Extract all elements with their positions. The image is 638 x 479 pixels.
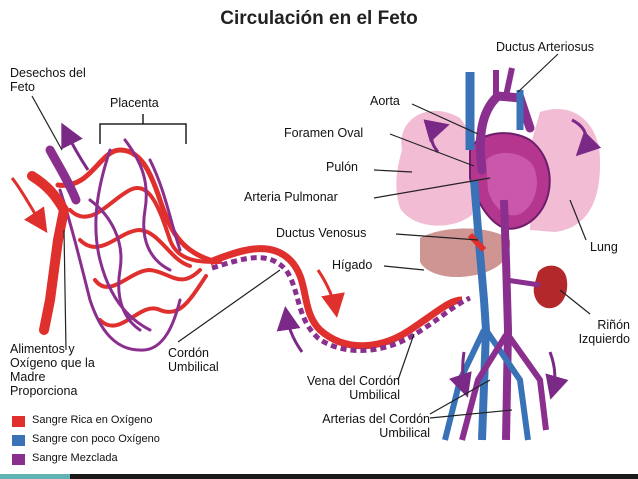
bottom-bar (0, 474, 638, 479)
arrow-maternal-in (10, 177, 48, 233)
label-cordon-umbilical: Cordón Umbilical (168, 346, 219, 374)
arrow-lung-left (423, 119, 450, 153)
label-vena-cordon: Vena del Cordón Umbilical (306, 374, 400, 402)
descending-aorta (500, 199, 513, 441)
legend-swatch (12, 435, 25, 446)
legend-label: Sangre con poco Oxígeno (32, 433, 160, 445)
aorta-vessel (475, 91, 535, 175)
legend-swatch (12, 454, 25, 465)
arrow-lung-right (571, 118, 602, 157)
label-alimentos: Alimentos y Oxígeno que la Madre Proporc… (10, 342, 95, 398)
arrow-leg-right (545, 351, 569, 400)
kidney (533, 265, 568, 309)
placenta-bracket (99, 114, 187, 144)
label-ductus-arteriosus: Ductus Arteriosus (496, 40, 594, 54)
label-rinon: Riñón Izquierdo (578, 318, 630, 346)
label-lung: Lung (590, 240, 618, 254)
vena-cava (470, 179, 491, 441)
legend-swatch (12, 416, 25, 427)
arrow-waste-out (61, 122, 90, 171)
placenta-vessels (55, 138, 222, 352)
leader-lines (31, 53, 591, 419)
maternal-artery (27, 171, 70, 335)
umbilical-cord-red (208, 245, 463, 350)
label-ductus-venosus: Ductus Venosus (276, 226, 367, 240)
arrow-cord-down (316, 269, 345, 318)
label-aorta: Aorta (370, 94, 400, 108)
ductus-venosus-vessel (467, 232, 487, 253)
umbilical-cord-purple (211, 255, 472, 354)
fetal-waste-vessel (45, 145, 81, 205)
arrow-cord-up (276, 306, 304, 353)
label-pulon: Pulón (326, 160, 358, 174)
bottom-accent (0, 474, 70, 479)
left-lung (396, 110, 476, 226)
label-placenta: Placenta (110, 96, 159, 110)
arrow-leg-left (448, 351, 472, 398)
label-desechos: Desechos del Feto (10, 66, 86, 94)
diagram-title: Circulación en el Feto (220, 8, 418, 29)
label-higado: Hígado (332, 258, 373, 272)
label-arterias-cordon: Arterias del Cordón Umbilical (322, 412, 430, 440)
label-arteria-pulmonar: Arteria Pulmonar (244, 190, 338, 204)
legend-label: Sangre Mezclada (32, 452, 118, 464)
legend-label: Sangre Rica en Oxígeno (32, 414, 153, 426)
label-foramen-oval: Foramen Oval (284, 126, 364, 140)
liver (420, 228, 511, 278)
heart-chamber (486, 152, 537, 216)
